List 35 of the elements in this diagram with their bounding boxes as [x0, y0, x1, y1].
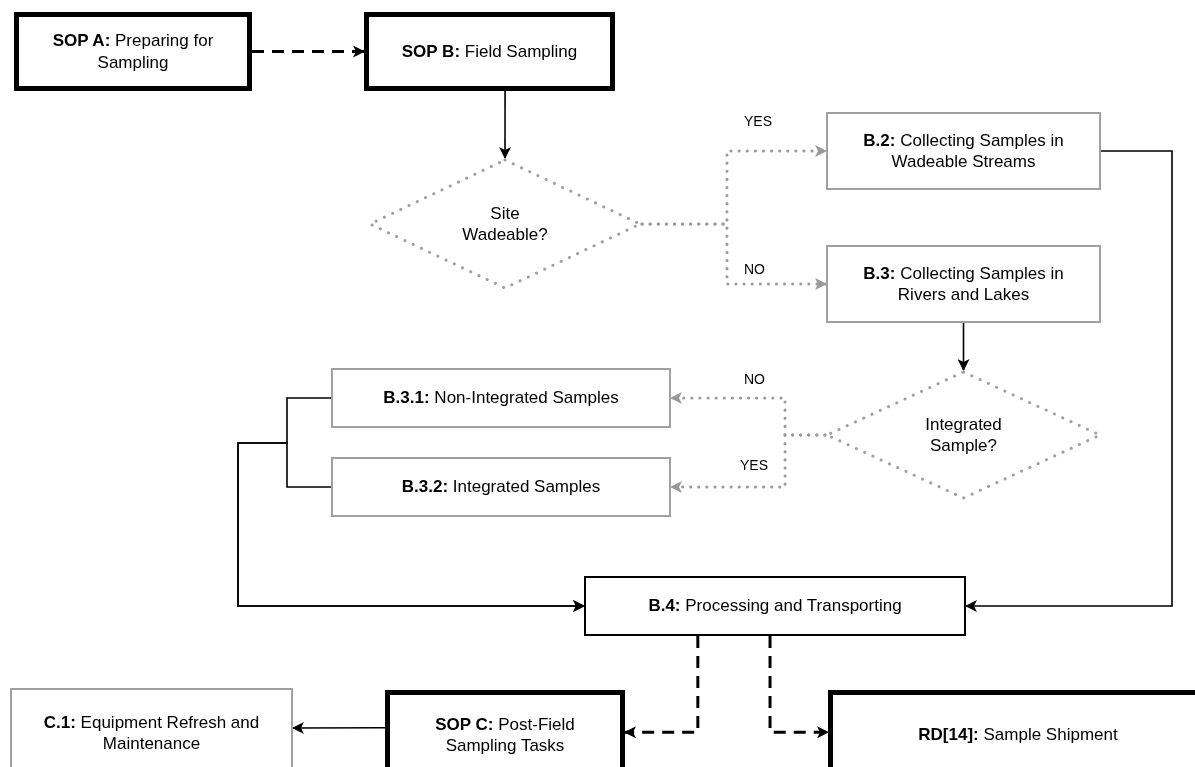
decision-text: Integrated Sample?: [924, 413, 1003, 457]
box-text: C.1: Equipment Refresh and Maintenance: [42, 711, 261, 755]
edge-label: YES: [742, 114, 774, 128]
process-box: [14, 12, 252, 91]
arrow: [640, 222, 828, 290]
arrow: [252, 45, 365, 58]
process-box: [826, 245, 1101, 323]
process-box: [826, 112, 1101, 190]
edge-label: NO: [742, 372, 767, 386]
box-text: B.4: Processing and Transporting: [648, 595, 902, 617]
box-text: B.2: Collecting Samples in Wadeable Streams: [862, 129, 1065, 173]
arrow: [957, 322, 970, 371]
arrow: [768, 636, 829, 739]
arrow: [965, 150, 1173, 612]
process-box: [331, 368, 671, 428]
arrow: [624, 636, 700, 739]
arrow: [237, 442, 585, 612]
box-text: SOP C: Post-Field Sampling Tasks: [434, 713, 576, 757]
box-text: B.3.1: Non-Integrated Samples: [383, 387, 619, 409]
edge-label: NO: [742, 262, 767, 276]
decision-text: Site Wadeable?: [461, 202, 549, 246]
box-text: B.3.2: Integrated Samples: [401, 476, 601, 498]
process-box: [364, 12, 615, 91]
process-box: [385, 690, 625, 767]
box-text: B.3: Collecting Samples in Rivers and Lakes: [862, 262, 1065, 306]
process-box: [10, 688, 293, 767]
edge-label: YES: [738, 458, 770, 472]
box-text: SOP A: Preparing for Sampling: [51, 30, 215, 73]
arrow: [499, 90, 511, 159]
process-box: [828, 690, 1195, 767]
process-box: [331, 457, 671, 517]
arrow: [292, 721, 386, 734]
process-box: [584, 576, 966, 636]
box-text: SOP B: Field Sampling: [401, 40, 578, 63]
box-text: RD[14]: Sample Shipment: [918, 724, 1118, 746]
